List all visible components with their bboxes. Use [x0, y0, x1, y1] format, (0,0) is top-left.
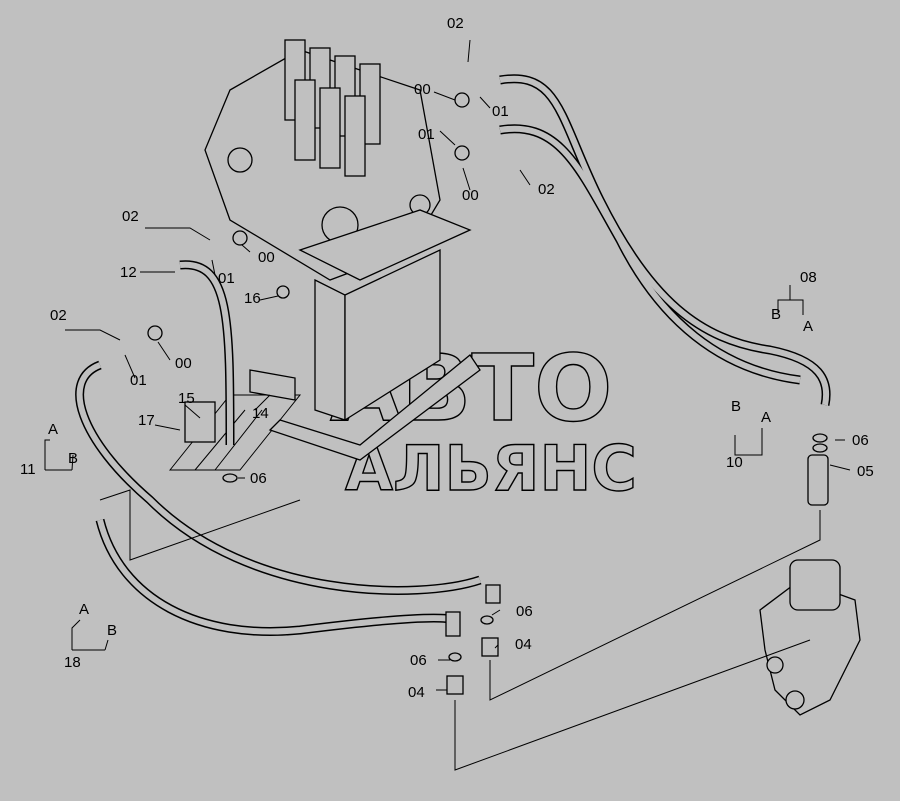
callout-label: A [48, 421, 58, 438]
hoses [75, 74, 831, 636]
callout-label: 01 [130, 372, 147, 389]
callout-label: 01 [492, 103, 509, 120]
callout-label: 06 [410, 652, 427, 669]
callout-label: 02 [538, 181, 555, 198]
callout-labels: 02 00 01 01 00 02 02 00 12 01 16 02 00 0… [20, 15, 874, 701]
callout-label: B [68, 450, 78, 467]
callout-label: 00 [258, 249, 275, 266]
callout-label: 10 [726, 454, 743, 471]
callout-label: A [79, 601, 89, 618]
callout-label: 17 [138, 412, 155, 429]
callout-label: 01 [418, 126, 435, 143]
callout-label: 11 [20, 461, 36, 478]
callout-label: 08 [800, 269, 817, 286]
callout-label: B [771, 306, 781, 323]
callout-label: 00 [462, 187, 479, 204]
callout-label: 16 [244, 290, 261, 307]
callout-label: 12 [120, 264, 137, 281]
fittings [147, 92, 828, 695]
callout-label: 05 [857, 463, 874, 480]
callout-label: B [107, 622, 117, 639]
callout-label: 15 [178, 390, 195, 407]
leader-lines [44, 39, 851, 771]
callout-label: A [803, 318, 813, 335]
watermark-line2: АЛЬЯНС [345, 432, 637, 505]
callout-label: A [761, 409, 771, 426]
callout-label: 02 [447, 15, 464, 32]
callout-label: 00 [175, 355, 192, 372]
callout-label: 04 [515, 636, 532, 653]
callout-label: 14 [252, 405, 269, 422]
callout-label: B [731, 398, 741, 415]
callout-label: 02 [122, 208, 139, 225]
callout-label: 01 [218, 270, 235, 287]
callout-label: 04 [408, 684, 425, 701]
callout-label: 18 [64, 654, 81, 671]
callout-label: 06 [852, 432, 869, 449]
callout-label: 02 [50, 307, 67, 324]
control-valve [204, 39, 481, 461]
swivel-joint [759, 454, 861, 716]
callout-label: 00 [414, 81, 431, 98]
callout-label: 06 [250, 470, 267, 487]
callout-label: 06 [516, 603, 533, 620]
